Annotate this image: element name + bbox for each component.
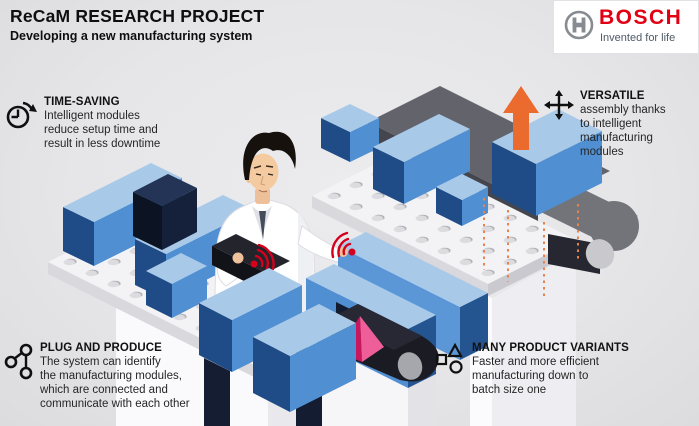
annotation-title: VERSATILE [580, 90, 645, 102]
network-nodes-icon [4, 342, 34, 411]
page-title: ReCaM RESEARCH PROJECT [10, 6, 265, 26]
brand-tagline: Invented for life [600, 32, 676, 44]
module-cube-left [146, 253, 207, 318]
bosch-armature-icon [561, 7, 597, 48]
hair [243, 131, 296, 180]
annotation-title: TIME-SAVING [44, 96, 120, 108]
move-arrows-icon [544, 90, 574, 159]
brand-box: BOSCH Invented for life [553, 0, 699, 54]
annotation-body: Faster and more efficient manufacturing … [472, 356, 599, 397]
lift-dotted-guides [483, 198, 579, 296]
belt-roller [397, 352, 423, 380]
neck [255, 188, 270, 204]
lift-arrow [503, 86, 539, 150]
shirt [259, 211, 266, 240]
module-bar-right [373, 114, 470, 204]
wireless-signal-right [331, 231, 356, 259]
face [247, 153, 279, 191]
annotation-time-saving: TIME-SAVING Intelligent modules reduce s… [6, 96, 196, 151]
page-subtitle: Developing a new manufacturing system [10, 28, 253, 43]
worker-left-hand [232, 252, 244, 264]
dark-module [133, 174, 197, 250]
module-bar-front-2 [253, 304, 356, 412]
wireless-signal-left [250, 243, 275, 271]
module-cube-mid [436, 174, 488, 226]
annotation-body: assembly thanks to intelligent manufactu… [580, 104, 666, 159]
annotation-title: PLUG AND PRODUCE [40, 342, 162, 354]
annotation-many-product-variants: MANY PRODUCT VARIANTS Faster and more ef… [434, 342, 654, 397]
annotation-title: MANY PRODUCT VARIANTS [472, 342, 629, 354]
dark-pillar-left [204, 358, 230, 426]
shapes-icon [434, 342, 466, 397]
module-cube-small [321, 104, 379, 162]
annotation-plug-and-produce: PLUG AND PRODUCE The system can identify… [4, 342, 234, 411]
brand-wordmark: BOSCH [599, 6, 683, 29]
annotation-body: Intelligent modules reduce setup time an… [44, 110, 161, 151]
clock-rotate-icon [6, 96, 38, 151]
header: ReCaM RESEARCH PROJECT Developing a new … [10, 6, 264, 43]
lifted-module [492, 109, 602, 216]
module-bar-front-1 [199, 268, 302, 372]
annotation-versatile: VERSATILE assembly thanks to intelligent… [544, 90, 696, 159]
annotation-body: The system can identify the manufacturin… [40, 356, 190, 411]
